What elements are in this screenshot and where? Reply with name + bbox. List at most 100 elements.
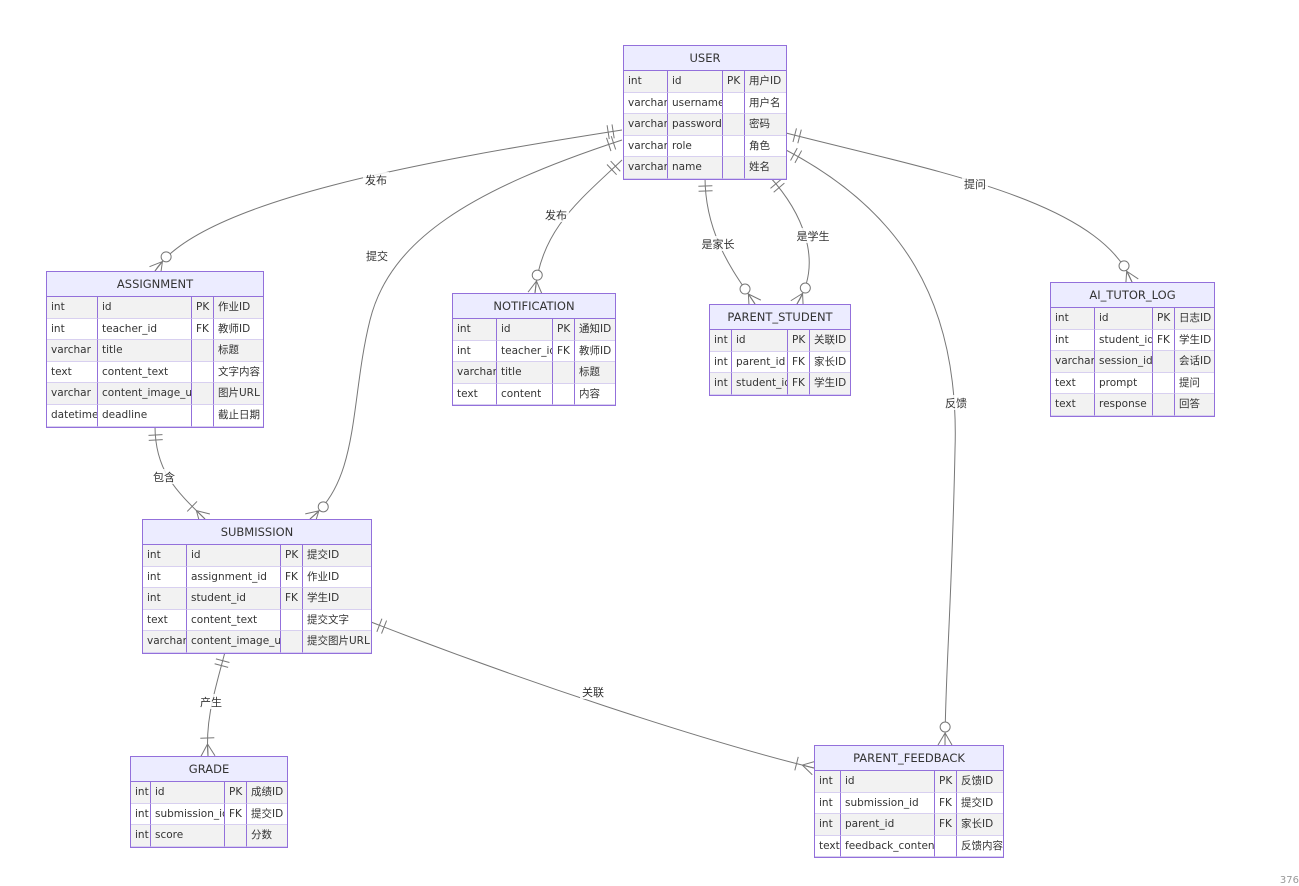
cardinality-one-many [200, 737, 216, 757]
entity-title: PARENT_STUDENT [710, 305, 850, 330]
attr-key: FK [553, 340, 575, 363]
attr-type: int [47, 297, 98, 319]
entity-title: ASSIGNMENT [47, 272, 263, 297]
attr-type: int [815, 771, 841, 793]
attr-type: int [143, 588, 187, 610]
attr-type: varchar [624, 135, 668, 158]
attr-comment: 用户名 [745, 93, 786, 115]
cardinality-zero-many [937, 721, 953, 746]
attr-name: title [497, 362, 553, 384]
relationship-label: 反馈 [945, 397, 967, 410]
attr-key: PK [1153, 308, 1175, 330]
attr-name: submission_id [841, 792, 935, 815]
attr-name: student_id [1095, 329, 1153, 352]
attr-key [723, 135, 745, 158]
attr-key [935, 835, 957, 858]
attr-type: int [143, 566, 187, 589]
attr-name: name [668, 157, 723, 179]
relationship-label: 是家长 [702, 237, 735, 251]
attr-name: title [98, 340, 192, 362]
attr-name: id [841, 771, 935, 793]
attr-type: datetime [47, 404, 98, 427]
relationship-label-bg [943, 395, 969, 410]
relationship-label: 产生 [200, 695, 222, 709]
attr-type: int [143, 545, 187, 567]
cardinality-one [148, 434, 163, 441]
attr-comment: 家长ID [957, 814, 1003, 836]
attr-comment: 作业ID [303, 567, 371, 589]
attr-comment: 反馈ID [957, 771, 1003, 793]
cardinality-one [606, 136, 617, 152]
cardinality-one [790, 147, 803, 164]
attr-key [192, 383, 214, 405]
attr-type: int [710, 330, 732, 352]
attr-comment: 角色 [745, 136, 786, 158]
attr-key: PK [225, 782, 247, 804]
attr-key [192, 361, 214, 384]
relationship-label: 关联 [582, 685, 604, 699]
attr-comment: 反馈内容 [957, 836, 1003, 858]
attr-name: teacher_id [497, 340, 553, 363]
attr-type: varchar [47, 340, 98, 362]
attr-comment: 教师ID [214, 319, 263, 341]
attr-type: varchar [624, 157, 668, 179]
attr-comment: 提交ID [957, 793, 1003, 815]
relationship-label-bg [364, 248, 390, 263]
attr-key [723, 157, 745, 179]
attr-name: student_id [732, 373, 788, 395]
attr-type: text [143, 609, 187, 632]
attr-comment: 提问 [1175, 373, 1214, 395]
attr-comment: 分数 [247, 825, 287, 847]
attr-comment: 用户ID [745, 71, 786, 93]
attr-name: parent_id [841, 814, 935, 836]
relationship-label-bg [962, 176, 988, 191]
attr-comment: 提交ID [247, 804, 287, 826]
attr-type: int [815, 792, 841, 815]
relationship-label-bg [543, 207, 569, 222]
attr-comment: 提交ID [303, 545, 371, 567]
cardinality-zero-many [790, 282, 811, 308]
attr-key: PK [553, 319, 575, 341]
attr-type: varchar [47, 383, 98, 405]
attr-key: FK [788, 373, 810, 395]
attr-name: session_id [1095, 351, 1153, 373]
relationship-label: 包含 [153, 470, 175, 484]
entity-title: AI_TUTOR_LOG [1051, 283, 1214, 308]
attr-type: varchar [1051, 351, 1095, 373]
attr-type: int [131, 825, 151, 847]
cardinality-one [606, 124, 615, 140]
attr-comment: 回答 [1175, 394, 1214, 416]
attr-name: id [1095, 308, 1153, 330]
attr-type: varchar [143, 631, 187, 653]
attr-type: text [1051, 394, 1095, 416]
attr-comment: 标题 [214, 340, 263, 362]
attr-key [1153, 351, 1175, 373]
entity-title: PARENT_FEEDBACK [815, 746, 1003, 771]
attr-key: PK [788, 330, 810, 352]
attr-name: content_text [98, 361, 192, 384]
attr-key: FK [935, 792, 957, 815]
relationship-label-bg [699, 236, 737, 251]
cardinality-one [770, 178, 785, 193]
relationship-label: 提交 [366, 249, 388, 263]
attr-key [225, 825, 247, 847]
cardinality-zero-many [527, 269, 543, 295]
attr-key [281, 631, 303, 653]
